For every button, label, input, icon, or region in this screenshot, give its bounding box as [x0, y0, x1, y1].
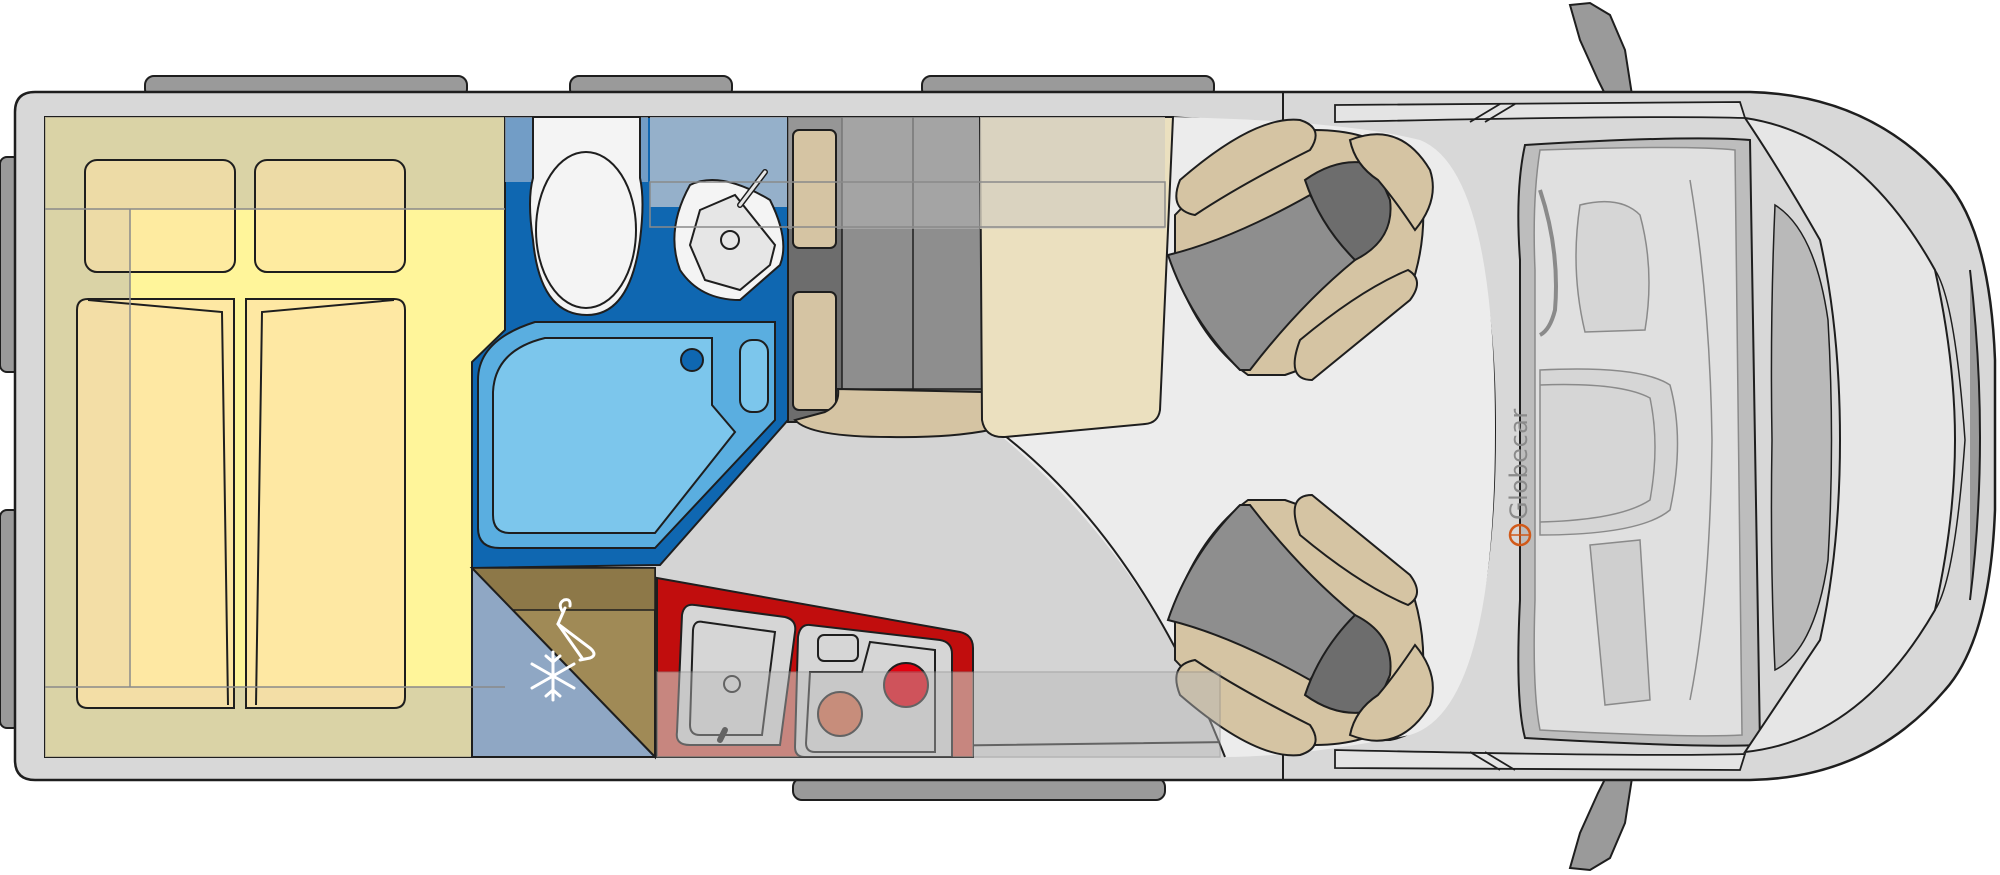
table-overlay — [980, 117, 1165, 229]
mattress-fold-right — [255, 299, 395, 706]
hanger-icon — [556, 598, 596, 662]
shower-drain — [680, 348, 704, 372]
door-bottom — [1334, 749, 1747, 771]
shower-tray-inner — [492, 337, 737, 534]
dash-edge — [1689, 179, 1713, 701]
center-console-inner — [1539, 383, 1656, 523]
wardrobe-fridge-unit — [469, 565, 658, 760]
fridge — [471, 565, 658, 758]
seat-cushion-top — [1166, 193, 1357, 371]
hood-front — [1969, 269, 1981, 601]
seat-back-top — [1303, 161, 1392, 262]
mirror-top — [1568, 1, 1634, 102]
door-handle-bottom-2 — [1484, 751, 1516, 771]
windshield-frame — [1742, 116, 1957, 754]
door-top — [1334, 101, 1747, 123]
brand-logo-text: Globecar — [1505, 408, 1533, 520]
pillow-left — [84, 159, 236, 273]
door-handle-top — [1469, 103, 1501, 123]
bench-seat-cushion — [793, 387, 992, 439]
bench-cushion-top — [792, 129, 837, 249]
cab-doors — [1334, 101, 1747, 771]
sink-tap — [717, 727, 728, 743]
toilet-bowl — [535, 151, 637, 309]
door-handle-bottom — [1469, 751, 1501, 771]
hood-line — [1934, 269, 1966, 611]
dashboard — [1517, 137, 1762, 747]
kitchen — [656, 576, 974, 758]
dinette — [787, 116, 1175, 439]
basin-drain — [720, 230, 740, 250]
steering-wheel — [1538, 189, 1558, 337]
bench-cushion-bottom — [792, 291, 837, 411]
headrest-bottom — [1348, 643, 1434, 742]
mattress-right — [245, 298, 406, 709]
windshield-glass — [1770, 203, 1833, 672]
brand-logo: Globecar — [1505, 408, 1533, 547]
mattress-fold-left — [87, 299, 229, 706]
overhead-cabinet-top — [649, 181, 1166, 228]
armrest-bottom-2 — [1293, 493, 1418, 607]
passenger-seat — [1166, 118, 1434, 382]
driver-seat — [1166, 493, 1434, 757]
pillow-right — [254, 159, 406, 273]
mattress-left — [76, 298, 235, 709]
armrest-bottom-1 — [1175, 658, 1317, 757]
center-console — [1539, 368, 1679, 536]
sink-drain — [723, 675, 741, 693]
mirror-bottom — [1568, 771, 1634, 872]
armrest-top-2 — [1293, 268, 1418, 382]
basin-tap-inner — [738, 170, 767, 207]
steering-column — [1575, 200, 1650, 333]
seat-back-bottom — [1303, 613, 1392, 714]
shower-handle — [739, 339, 769, 413]
dash-lower-left — [1589, 539, 1651, 706]
armrest-top-1 — [1175, 118, 1317, 217]
headrest-top — [1348, 133, 1434, 232]
burner-cold — [817, 691, 863, 737]
rear-bed — [44, 116, 506, 758]
seat-cushion-bottom — [1166, 504, 1357, 682]
overhead-cabinets — [45, 181, 1221, 758]
wheel-bottom — [792, 777, 1166, 801]
burner-hot — [883, 662, 929, 708]
door-handle-top-2 — [1484, 103, 1516, 123]
stove-control-panel — [817, 634, 859, 662]
bathroom — [471, 116, 789, 570]
overhead-cabinet-bottom — [656, 671, 1221, 758]
windshield — [1742, 116, 1981, 754]
snowflake-icon — [530, 650, 576, 702]
